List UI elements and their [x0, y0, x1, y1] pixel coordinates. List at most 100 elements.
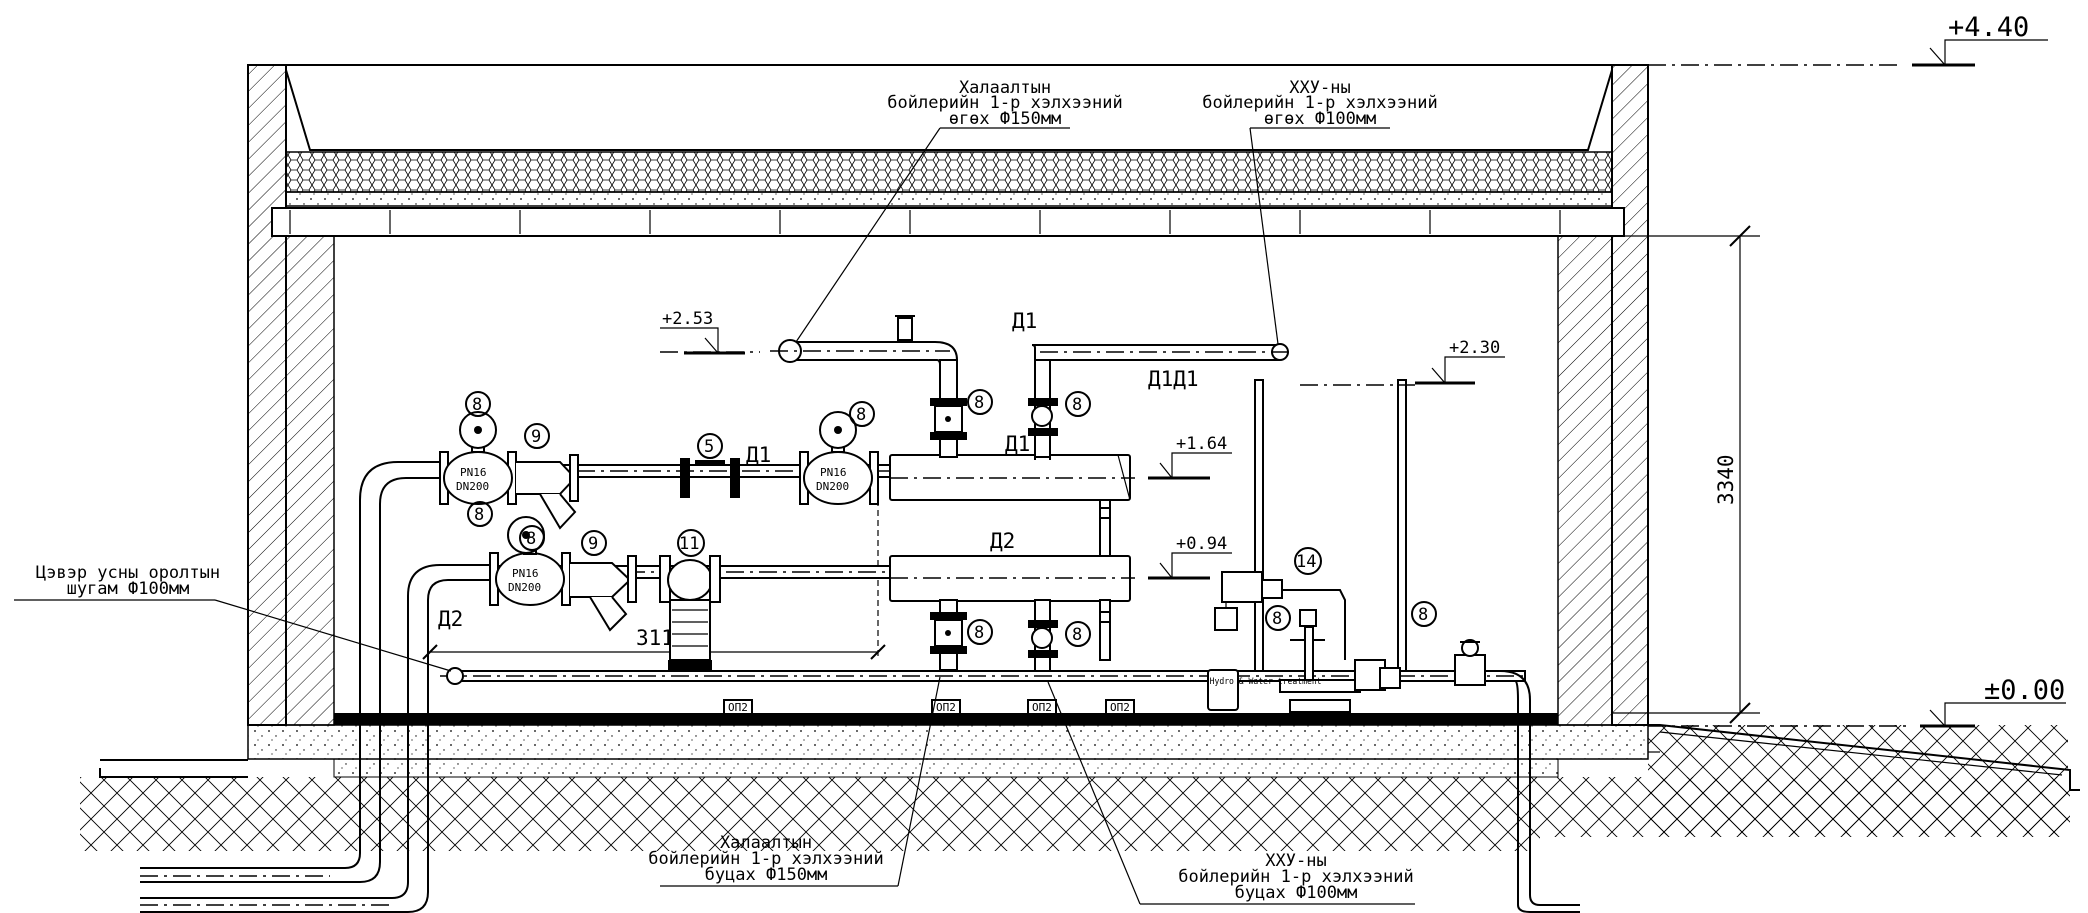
elevation-094-label: +0.94 [1176, 534, 1227, 554]
elevation-marks: +4.40 ±0.00 +2.53 +2.30 +1.64 [660, 12, 2066, 728]
elevation-164-label: +1.64 [1176, 434, 1227, 454]
elevation-mark-164: +1.64 [1148, 434, 1232, 480]
riser-valve-bottom-right[interactable] [1028, 620, 1058, 658]
svg-text:8: 8 [974, 393, 984, 413]
svg-text:DN200: DN200 [456, 480, 489, 493]
gate-valve-lower-left[interactable]: PN16 DN200 [489, 516, 571, 606]
svg-text:бойлерийн 1-р хэлхээний: бойлерийн 1-р хэлхээний [648, 849, 883, 869]
balloon-5: 5 [697, 433, 723, 459]
balloon-11: 11 [677, 529, 705, 557]
svg-text:Халаалтын: Халаалтын [720, 833, 812, 853]
roof-slab [271, 207, 1625, 237]
svg-text:Халаалтын: Халаалтын [959, 78, 1051, 98]
balloon-8-d: 8 [967, 389, 993, 415]
svg-text:DN200: DN200 [508, 581, 541, 594]
callout-dhw-supply: ХХУ-ны бойлерийн 1-р хэлхээний өгөх Ф100… [1202, 78, 1438, 345]
elevation-ground-label: ±0.00 [1984, 675, 2065, 706]
line-label-d2-header: Д2 [990, 529, 1015, 553]
line-labels: Д1 Д1Д1 Д1 Д1 Д2 Д2 [438, 309, 1199, 631]
small-valves [1099, 507, 1486, 686]
balloon-8-b: 8 [467, 501, 493, 527]
support-1: ОП2 [723, 699, 753, 715]
line-label-d2-left: Д2 [438, 607, 463, 631]
water-treatment-device: Hydro & Water treatment [1207, 669, 1322, 711]
svg-text:8: 8 [474, 505, 484, 525]
svg-text:PN16: PN16 [820, 466, 847, 479]
pipe-supports: ОП2 ОП2 ОП2 ОП2 [723, 699, 1135, 715]
elevation-230-label: +2.30 [1449, 338, 1500, 358]
heating-loop-pipes [140, 461, 495, 913]
svg-text:ОП2: ОП2 [1110, 701, 1130, 714]
building-structure [80, 64, 2080, 851]
balloon-8-g: 8 [967, 619, 993, 645]
roof-screed [285, 191, 1613, 207]
svg-text:буцах Ф100мм: буцах Ф100мм [1235, 883, 1358, 903]
balloon-8-a: 8 [465, 391, 491, 417]
svg-text:8: 8 [526, 529, 536, 549]
svg-text:өгөх Ф150мм: өгөх Ф150мм [949, 109, 1062, 129]
strainer-upper [516, 454, 579, 530]
svg-text:11: 11 [679, 534, 699, 554]
svg-text:шугам Ф100мм: шугам Ф100мм [67, 579, 190, 599]
balloon-8-c: 8 [849, 401, 875, 427]
callout-heating-return: Халаалтын бойлерийн 1-р хэлхээний буцах … [648, 676, 941, 887]
svg-text:8: 8 [1272, 609, 1282, 629]
svg-text:8: 8 [1072, 625, 1082, 645]
elevation-mark-top: +4.40 [1648, 12, 2048, 67]
svg-text:9: 9 [531, 427, 541, 447]
elevation-253-label: +2.53 [662, 309, 713, 329]
balloon-14: 14 [1294, 547, 1322, 575]
floor-membrane [334, 713, 1558, 725]
svg-text:DN200: DN200 [816, 480, 849, 493]
control-valve-11 [659, 555, 721, 670]
balloon-8-e: 8 [1065, 391, 1091, 417]
dimension-height: 3340 [1612, 225, 1760, 724]
svg-text:ОП2: ОП2 [936, 701, 956, 714]
svg-text:ОП2: ОП2 [728, 701, 748, 714]
support-2: ОП2 [931, 699, 961, 715]
gate-valve-upper-right[interactable]: PN16 DN200 [799, 411, 879, 505]
line-label-d1d1: Д1Д1 [1148, 367, 1199, 391]
elevation-mark-094: +0.94 [1148, 534, 1232, 580]
elevation-mark-ground: ±0.00 [1920, 675, 2066, 728]
floor-gravel [333, 758, 1559, 778]
left-inner-wall [285, 214, 335, 726]
right-inner-wall [1557, 214, 1613, 726]
svg-text:Hydro & Water treatment: Hydro & Water treatment [1210, 677, 1322, 688]
callout-dhw-return: ХХУ-ны бойлерийн 1-р хэлхээний буцах Ф10… [1047, 681, 1415, 905]
balloon-8-j: 8 [1411, 601, 1437, 627]
dimension-height-label: 3340 [1714, 454, 1738, 505]
svg-text:8: 8 [1072, 395, 1082, 415]
balloon-8-h: 8 [1065, 621, 1091, 647]
riser-valve-bottom-left[interactable] [930, 612, 967, 654]
line-label-d1-header: Д1 [746, 443, 771, 467]
callout-heating-supply: Халаалтын бойлерийн 1-р хэлхээний өгөх Ф… [795, 78, 1123, 343]
line-label-d1-riser: Д1 [1005, 432, 1030, 456]
svg-text:ОП2: ОП2 [1032, 701, 1052, 714]
riser-valve-top-right[interactable] [1028, 398, 1058, 436]
gate-valve-upper-left[interactable]: PN16 DN200 [439, 411, 517, 505]
svg-text:ХХУ-ны: ХХУ-ны [1265, 851, 1326, 871]
balloon-8-i: 8 [1265, 605, 1291, 631]
risers [939, 359, 1407, 681]
svg-text:PN16: PN16 [460, 466, 487, 479]
elevation-mark-253: +2.53 [660, 309, 745, 355]
elevation-mark-230: +2.30 [1415, 338, 1505, 385]
right-outer-wall [1611, 64, 1649, 726]
clean-water-pipe [440, 667, 1580, 913]
pump-assembly-14 [1214, 571, 1401, 713]
equipment: PN16 DN200 PN16 DN200 [439, 398, 1486, 715]
svg-text:8: 8 [974, 623, 984, 643]
svg-text:бойлерийн 1-р хэлхээний: бойлерийн 1-р хэлхээний [1202, 93, 1437, 113]
svg-text:бойлерийн 1-р хэлхээний: бойлерийн 1-р хэлхээний [887, 93, 1122, 113]
riser-valve-top-left[interactable] [930, 398, 967, 440]
elevation-top-label: +4.40 [1948, 12, 2029, 43]
svg-text:9: 9 [588, 534, 598, 554]
check-valve-5 [680, 458, 740, 498]
svg-text:бойлерийн 1-р хэлхээний: бойлерийн 1-р хэлхээний [1178, 867, 1413, 887]
support-4: ОП2 [1105, 699, 1135, 715]
svg-text:8: 8 [856, 405, 866, 425]
svg-text:Цэвэр усны оролтын: Цэвэр усны оролтын [36, 563, 220, 583]
item-balloons: 8 8 9 5 8 8 8 8 9 11 8 8 14 8 8 [465, 389, 1437, 647]
